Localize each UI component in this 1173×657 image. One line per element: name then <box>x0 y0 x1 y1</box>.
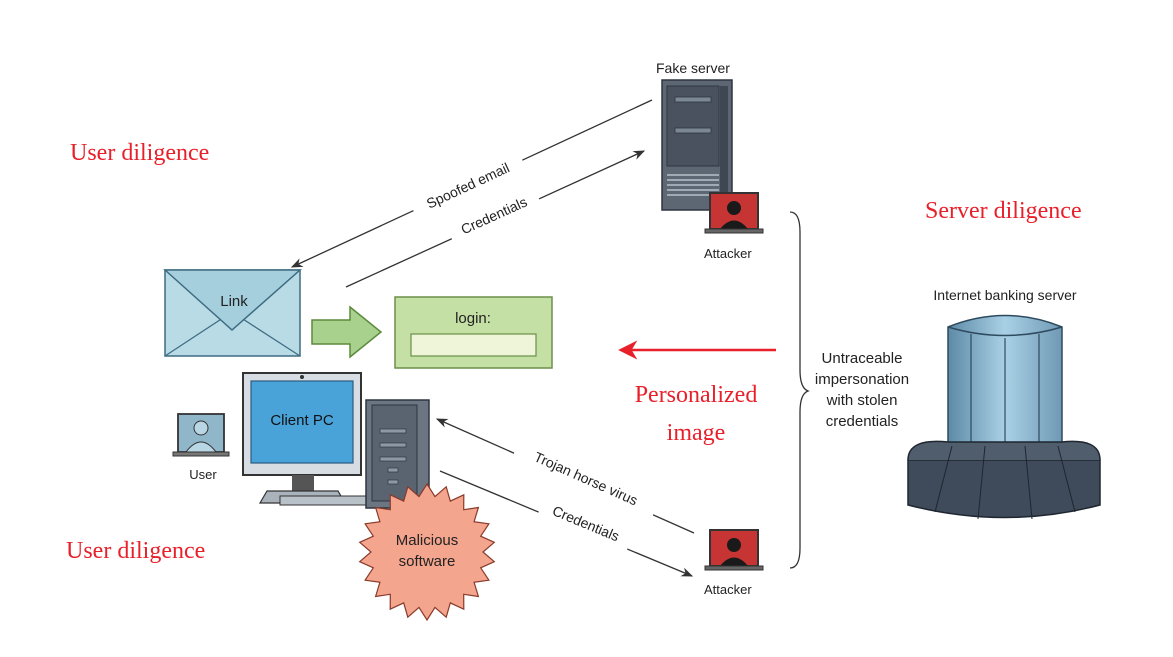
credentials-top-label: Credentials <box>458 193 529 237</box>
untraceable-line2: impersonation <box>815 371 909 388</box>
green-arrow-icon <box>311 305 383 359</box>
user-diligence-bottom-label: User diligence <box>66 538 205 564</box>
fake-server-icon <box>661 79 733 211</box>
personalized-line1: Personalized <box>635 382 758 408</box>
client-pc-monitor-icon <box>242 372 362 504</box>
untraceable-line3: with stolen <box>826 392 898 409</box>
attacker-bottom-icon <box>704 529 764 571</box>
banking-server-label: Internet banking server <box>933 287 1077 303</box>
personalized-line2: image <box>667 420 726 446</box>
server-diligence-label: Server diligence <box>925 198 1082 224</box>
attacker-top-icon <box>704 192 764 234</box>
malicious-software-starburst-icon <box>358 482 496 622</box>
malicious-line1: Malicious <box>396 532 459 549</box>
untraceable-line4: credentials <box>826 413 899 430</box>
user-diligence-top-label: User diligence <box>70 140 209 166</box>
curly-brace <box>789 211 810 569</box>
envelope-link-label: Link <box>220 293 248 310</box>
client-pc-label: Client PC <box>270 412 334 429</box>
keyboard-icon <box>279 495 381 506</box>
attacker-bottom-label: Attacker <box>704 582 752 597</box>
untraceable-line1: Untraceable <box>822 350 903 367</box>
banking-server-icon <box>907 314 1101 520</box>
malicious-line2: software <box>399 553 456 570</box>
user-icon <box>172 413 230 457</box>
envelope-icon <box>163 269 302 357</box>
attacker-top-label: Attacker <box>704 246 752 261</box>
login-label: login: <box>455 310 491 327</box>
user-label: User <box>189 467 217 482</box>
trojan-label: Trojan horse virus <box>532 448 640 508</box>
login-panel <box>394 296 553 369</box>
fake-server-label: Fake server <box>656 60 730 76</box>
pc-tower-icon <box>365 399 430 509</box>
